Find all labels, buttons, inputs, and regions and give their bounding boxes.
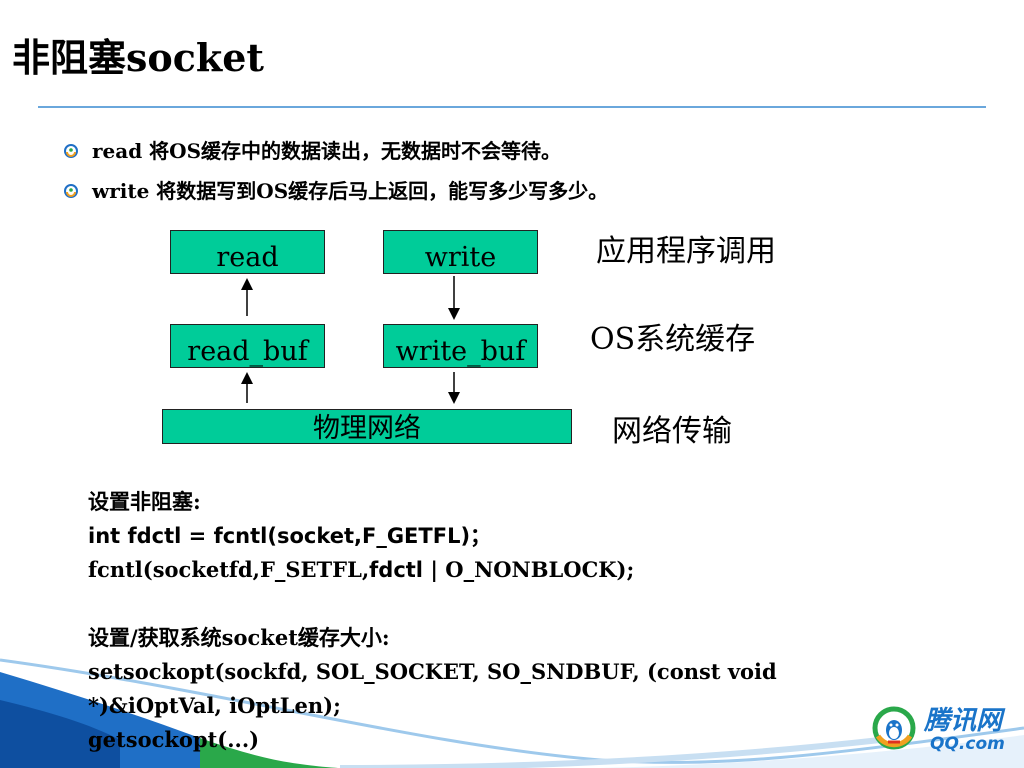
network-layer-label: 网络传输 [612,414,732,449]
code-line-fcntl-set-part1: fcntl(socketfd,F_SETFL, [88,557,370,582]
app-layer-label: 应用程序调用 [596,234,776,269]
bullet-swirl-icon [64,144,78,158]
bullet-text: write 将数据写到OS缓存后马上返回，能写多少写多少。 [92,179,609,203]
bullet-item: write 将数据写到OS缓存后马上返回，能写多少写多少。 [62,176,608,216]
tencent-qq-logo: 腾讯网 QQ.com [872,706,1012,760]
code-line-fcntl-set: fcntl(socketfd,F_SETFL,fdctl | O_NONBLOC… [88,553,848,587]
code-line-setsockopt-1: setsockopt(sockfd, SOL_SOCKET, SO_SNDBUF… [88,659,777,684]
write-box: write [383,230,538,274]
code-line-setsockopt-2: *)&iOptVal, iOptLen); [88,693,341,718]
code-line-getsockopt: getsockopt(...) [88,727,260,752]
slide-title: 非阻塞socket [12,35,264,80]
bullet-text: read 将OS缓存中的数据读出，无数据时不会等待。 [92,139,562,163]
os-layer-label: OS系统缓存 [590,322,756,357]
nonblock-heading: 设置非阻塞: [88,489,201,514]
title-divider [38,106,986,108]
logo-domain-text: QQ.com [930,734,1005,754]
read-buf-box: read_buf [170,324,325,368]
read-box: read [170,230,325,274]
code-line-fcntl-get: int fdctl = fcntl(socket,F_GETFL)； [88,524,492,548]
bullet-swirl-icon [64,184,78,198]
write-buf-box: write_buf [383,324,538,368]
bullet-item: read 将OS缓存中的数据读出，无数据时不会等待。 [62,136,608,176]
code-notes: 设置非阻塞: int fdctl = fcntl(socket,F_GETFL)… [88,485,848,757]
code-line-fcntl-set-part3: | O_NONBLOCK); [430,557,635,582]
physical-network-box: 物理网络 [162,409,572,444]
logo-name-text: 腾讯网 [924,706,1003,736]
spacer [88,587,848,621]
sockopt-heading: 设置/获取系统socket缓存大小: [88,625,390,650]
qq-penguin-logo-icon [872,706,916,750]
bullet-list: read 将OS缓存中的数据读出，无数据时不会等待。 write 将数据写到OS… [62,136,608,216]
code-line-fcntl-set-part2: fdctl [369,558,431,582]
